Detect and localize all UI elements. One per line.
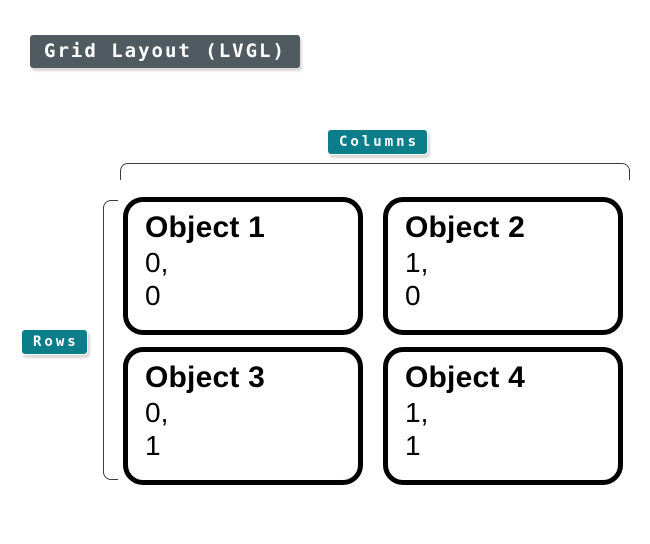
columns-badge: Columns <box>327 129 429 155</box>
cell-row-index: 0 <box>145 280 161 311</box>
cell-title: Object 2 <box>405 211 525 244</box>
columns-label: Columns <box>339 134 420 150</box>
cell-title: Object 1 <box>145 211 265 244</box>
grid-cell-object-4: Object 4 1, 1 <box>383 347 623 485</box>
cell-column-index: 1, <box>405 397 429 428</box>
cell-column-index: 1, <box>405 247 429 278</box>
title-text: Grid Layout (LVGL) <box>44 40 286 62</box>
cell-column-index: 0, <box>145 247 169 278</box>
rows-bracket <box>103 200 118 480</box>
cell-column-index: 0, <box>145 397 169 428</box>
grid-cell-object-1: Object 1 0, 0 <box>123 197 363 335</box>
title-badge: Grid Layout (LVGL) <box>30 35 300 68</box>
rows-label: Rows <box>33 334 79 350</box>
grid-cell-object-3: Object 3 0, 1 <box>123 347 363 485</box>
rows-badge: Rows <box>21 329 88 355</box>
cell-row-index: 1 <box>405 430 421 461</box>
cell-row-index: 0 <box>405 280 421 311</box>
cell-row-index: 1 <box>145 430 161 461</box>
cell-title: Object 4 <box>405 361 525 394</box>
columns-bracket <box>120 163 630 180</box>
grid-cell-object-2: Object 2 1, 0 <box>383 197 623 335</box>
cell-title: Object 3 <box>145 361 265 394</box>
